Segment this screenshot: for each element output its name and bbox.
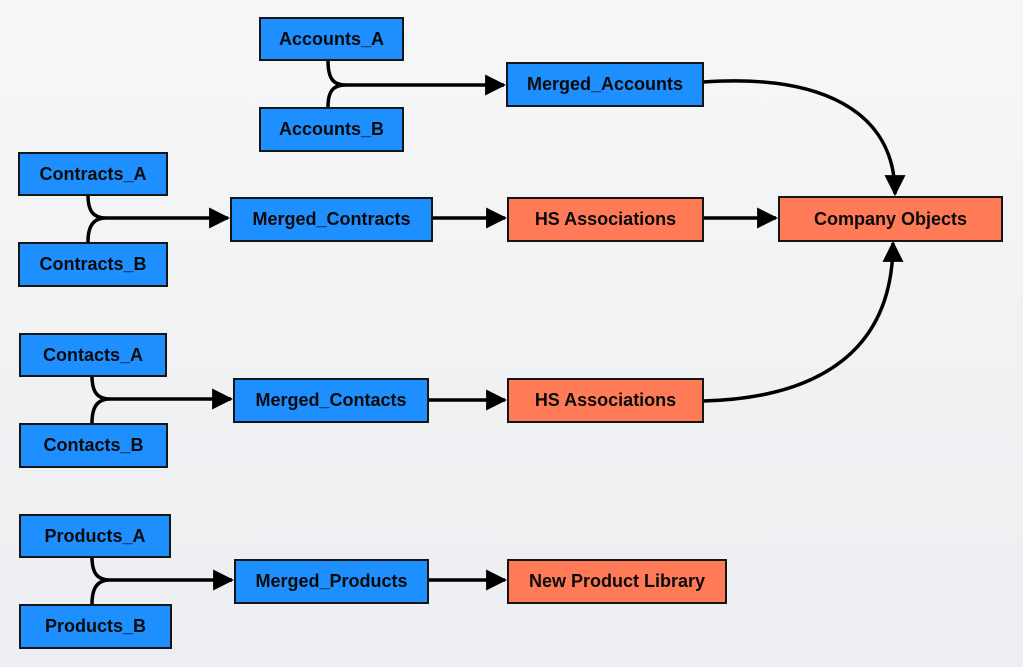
node-new-product-library[interactable]: New Product Library <box>507 559 727 604</box>
node-label: New Product Library <box>528 571 706 591</box>
node-label: Contracts_B <box>39 254 147 274</box>
node-contracts-a[interactable]: Contracts_A <box>18 152 168 196</box>
node-label: HS Associations <box>534 209 677 229</box>
node-label: Accounts_A <box>278 28 385 49</box>
node-accounts-b[interactable]: Accounts_B <box>259 107 404 152</box>
edge-merged-accounts-to-company-objects <box>702 79 906 197</box>
node-label: Merged_Products <box>255 571 408 591</box>
node-products-a[interactable]: Products_A <box>19 514 171 558</box>
node-contracts-b[interactable]: Contracts_B <box>18 242 168 287</box>
node-merged-contracts[interactable]: Merged_Contracts <box>230 197 433 242</box>
node-label: Products_A <box>44 525 146 546</box>
node-label: Company Objects <box>813 208 968 229</box>
edge-contacts-merge <box>90 375 231 424</box>
node-company-objects[interactable]: Company Objects <box>778 196 1003 242</box>
node-label: Products_B <box>44 616 147 636</box>
node-accounts-a[interactable]: Accounts_A <box>259 17 404 61</box>
node-label: HS Associations <box>534 390 677 410</box>
node-merged-accounts[interactable]: Merged_Accounts <box>506 62 704 107</box>
node-label: Accounts_B <box>278 119 385 139</box>
edge-accounts-merge <box>326 59 504 108</box>
edge-contracts-merge <box>86 194 228 243</box>
node-merged-products[interactable]: Merged_Products <box>234 559 429 604</box>
node-label: Contracts_A <box>39 163 147 184</box>
node-label: Merged_Contracts <box>252 209 411 229</box>
node-label: Merged_Accounts <box>526 74 684 94</box>
node-label: Contacts_A <box>42 344 144 365</box>
node-merged-contacts[interactable]: Merged_Contacts <box>233 378 429 423</box>
node-contacts-a[interactable]: Contacts_A <box>19 333 167 377</box>
node-label: Contacts_B <box>43 435 144 455</box>
node-hs-associations-1[interactable]: HS Associations <box>507 197 704 242</box>
node-products-b[interactable]: Products_B <box>19 604 172 649</box>
edge-products-merge <box>90 556 232 605</box>
edge-hs-associations-2-to-company-objects <box>702 240 904 403</box>
node-label: Merged_Contacts <box>255 390 407 410</box>
node-contacts-b[interactable]: Contacts_B <box>19 423 168 468</box>
node-hs-associations-2[interactable]: HS Associations <box>507 378 704 423</box>
